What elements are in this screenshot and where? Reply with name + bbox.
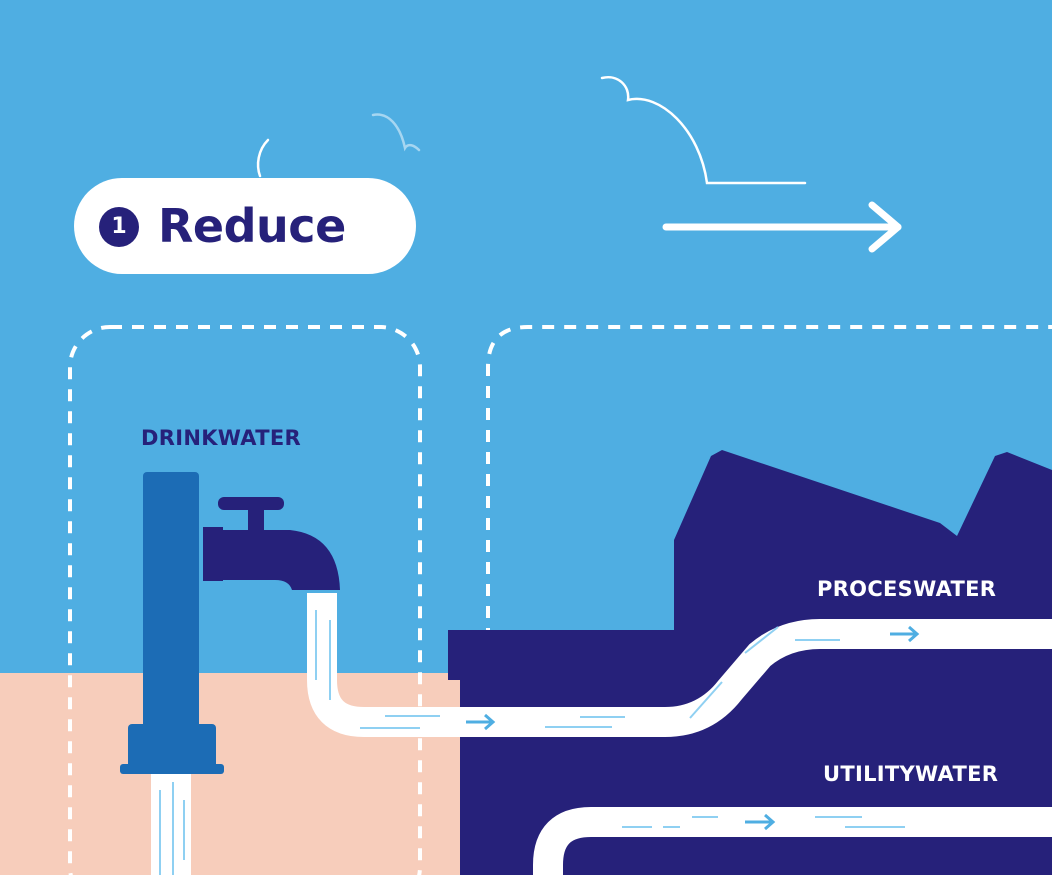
proceswater-label: PROCESWATER <box>817 577 997 601</box>
drinkwater-label: DRINKWATER <box>141 426 301 450</box>
drinkwater-boundary <box>68 325 422 875</box>
flow-arrow-icon <box>745 813 776 831</box>
flow-arrow-icon <box>890 625 920 643</box>
right-arrow-icon <box>662 201 902 253</box>
step-badge: 1 Reduce <box>74 178 416 274</box>
water-tap-icon <box>120 472 340 774</box>
bird-icon <box>371 113 421 152</box>
cloud-icon <box>600 75 807 185</box>
water-stream <box>151 772 191 875</box>
industry-boundary <box>486 325 1052 640</box>
utilitywater-label: UTILITYWATER <box>823 762 999 786</box>
step-title: Reduce <box>158 199 346 253</box>
step-number: 1 <box>99 207 139 247</box>
drinkwater-pipe <box>307 593 654 737</box>
flow-arrow-icon <box>466 713 496 731</box>
cloud-icon <box>256 138 270 178</box>
ground <box>0 673 470 875</box>
utilitywater-pipe <box>533 807 1052 875</box>
proceswater-pipe <box>640 619 1052 737</box>
